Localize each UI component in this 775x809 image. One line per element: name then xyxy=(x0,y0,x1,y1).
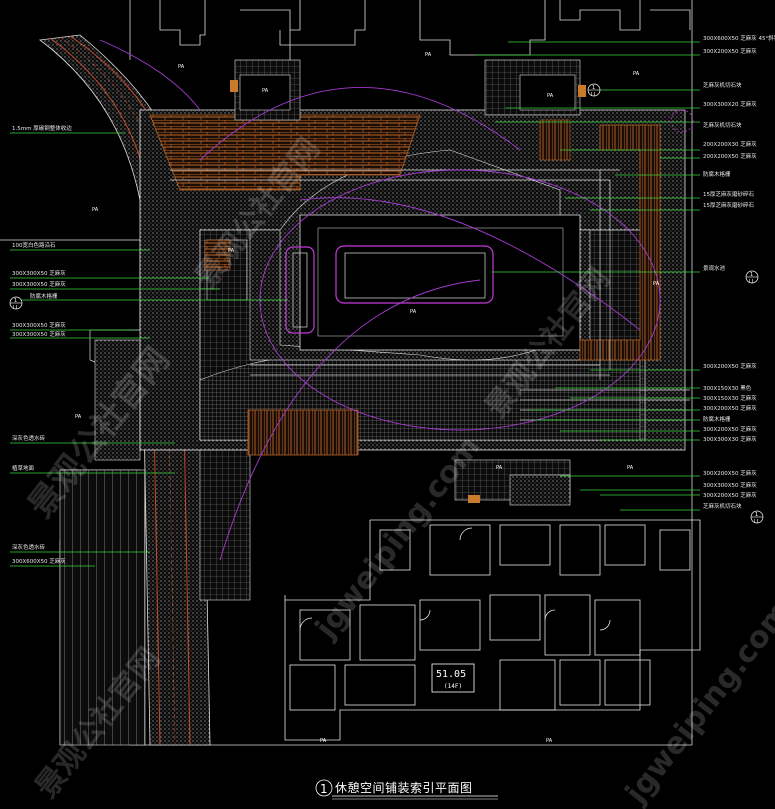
callout-label: 300X300X50 芝麻灰 xyxy=(12,280,66,288)
drawing-title: 1 休憩空间铺装索引平面图 xyxy=(315,779,498,800)
pa-label: PA xyxy=(546,738,553,744)
callout-label: 深灰色透水砖 xyxy=(12,543,46,551)
callout-label: 防腐木格栅 xyxy=(703,415,731,423)
pa-label: PA xyxy=(410,309,417,315)
callout-label: 300X300X20 芝麻灰 xyxy=(703,100,757,108)
detail-tag: 1 LI xyxy=(745,270,759,285)
site-boundary xyxy=(129,0,693,746)
callout-label: 300X200X50 芝麻灰 xyxy=(703,469,757,477)
svg-text:1: 1 xyxy=(755,512,758,518)
left-planting xyxy=(94,339,141,461)
callout-label: 防腐木格栅 xyxy=(30,292,58,300)
detail-tags: 1 LI 1 LI 1 LI 1 LI xyxy=(9,83,764,525)
callout-label: 景观水池 xyxy=(703,264,726,272)
building-top xyxy=(159,0,691,60)
callout-label: 300X300X50 芝麻灰 xyxy=(12,321,66,329)
pa-label: PA xyxy=(653,281,660,287)
pa-label: PA xyxy=(633,71,640,77)
top-rooms xyxy=(230,59,586,506)
pa-label: PA xyxy=(547,93,554,99)
title-text: 休憩空间铺装索引平面图 xyxy=(335,780,473,795)
elevation-sub: (14F) xyxy=(444,683,462,690)
callout-label: 300X300X50 芝麻灰 xyxy=(12,269,66,277)
detail-tag: 1 LI xyxy=(750,510,764,525)
pa-label: PA xyxy=(75,414,82,420)
callout-label: 15厚芝麻灰磨砂碎石 xyxy=(703,201,754,209)
wood-decks xyxy=(149,114,661,456)
callout-label: 300X200X50 芝麻灰 xyxy=(703,47,757,55)
callout-label: 300X300X30 芝麻灰 xyxy=(703,435,757,443)
callout-label: 300X600X50 芝麻灰 45°斜铺 xyxy=(703,34,775,42)
callout-label: 100宽白色路沿石 xyxy=(12,241,56,249)
left-pavers xyxy=(59,469,146,746)
callouts-right xyxy=(475,41,700,511)
callout-label: 防腐木格栅 xyxy=(703,170,731,178)
callout-label: 300X300X50 芝麻灰 xyxy=(703,481,757,489)
callout-label: 200X200X30 芝麻灰 xyxy=(703,140,757,148)
detail-tag: 1 LI xyxy=(9,296,23,311)
pa-label: PA xyxy=(92,207,99,213)
callouts-left xyxy=(10,132,288,567)
elevation-box xyxy=(431,663,475,693)
callout-labels-right: 300X600X50 芝麻灰 45°斜铺 300X200X50 芝麻灰 芝麻灰机… xyxy=(703,34,775,510)
callout-label: 15厚芝麻灰磨砂碎石 xyxy=(703,190,754,198)
callout-label: 300X200X50 芝麻灰 xyxy=(703,491,757,499)
callout-label: 芝麻灰机切石块 xyxy=(703,81,742,89)
callout-label: 300X200X50 芝麻灰 xyxy=(703,404,757,412)
lower-building xyxy=(284,519,701,741)
pa-labels: PA PA PA PA PA PA PA PA PA PA PA PA PA P… xyxy=(75,52,660,744)
svg-text:LI: LI xyxy=(749,279,753,285)
title-index: 1 xyxy=(320,782,328,796)
elevation-value: 51.05 xyxy=(436,669,466,680)
svg-text:1: 1 xyxy=(592,85,595,91)
callout-label: 1.5mm 厚碳钢整体收边 xyxy=(12,124,72,132)
callout-label: 300X200X50 芝麻灰 xyxy=(703,362,757,370)
pa-label: PA xyxy=(178,64,185,70)
callout-label: 300X600X50 芝麻灰 xyxy=(12,557,66,565)
callout-labels-left: 1.5mm 厚碳钢整体收边 100宽白色路沿石 300X300X50 芝麻灰 3… xyxy=(12,124,72,565)
callout-label: 植草地面 xyxy=(12,464,35,472)
svg-text:LI: LI xyxy=(13,305,17,311)
callout-label: 300X300X50 芝麻灰 xyxy=(12,330,66,338)
svg-text:1: 1 xyxy=(14,298,17,304)
central-pool xyxy=(279,149,581,361)
pa-label: PA xyxy=(425,52,432,58)
svg-text:LI: LI xyxy=(754,519,758,525)
pa-label: PA xyxy=(627,465,634,471)
pa-label: PA xyxy=(496,465,503,471)
pa-label: PA xyxy=(262,88,269,94)
pa-label: PA xyxy=(228,248,235,254)
callout-label: 芝麻灰机切石块 xyxy=(703,121,742,129)
detail-tag: 1 LI xyxy=(587,83,601,98)
callout-label: 深灰色透水砖 xyxy=(12,434,46,442)
pa-label: PA xyxy=(320,738,327,744)
callout-label: 300X150X30 黑色 xyxy=(703,384,752,392)
callout-label: 300X150X30 芝麻灰 xyxy=(703,394,757,402)
callout-label: 芝麻灰机切石块 xyxy=(703,502,742,510)
callout-label: 200X200X50 芝麻灰 xyxy=(703,152,757,160)
svg-text:1: 1 xyxy=(750,272,753,278)
callout-label: 300X200X50 芝麻灰 xyxy=(703,425,757,433)
svg-text:LI: LI xyxy=(591,92,595,98)
